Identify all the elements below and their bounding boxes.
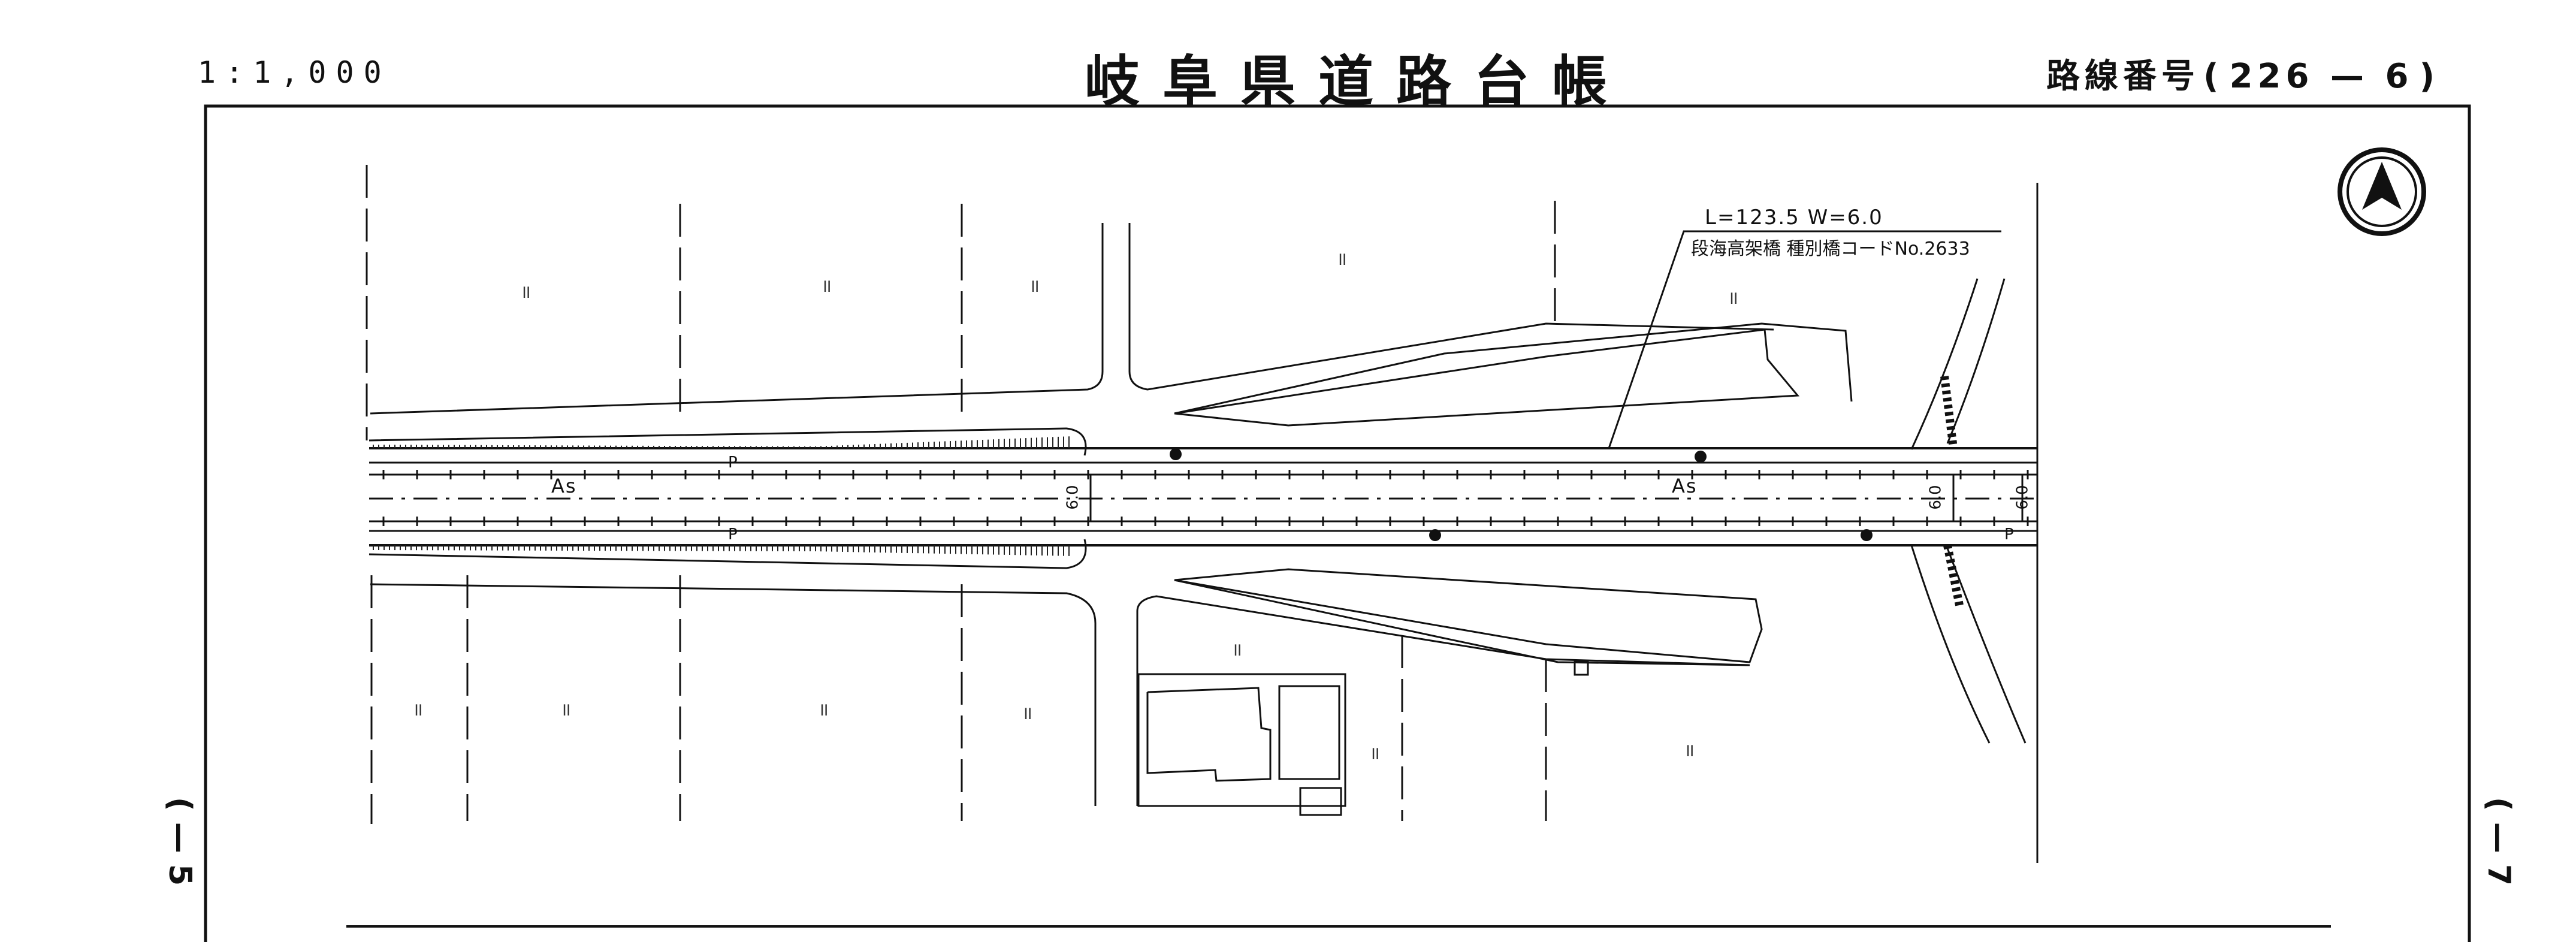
south-cross-street [370, 583, 1097, 806]
buildings [1137, 673, 1346, 816]
parcel-boundaries [366, 165, 1556, 824]
sw-hatch [369, 545, 1073, 556]
land-use-mark: ॥ [1369, 743, 1380, 764]
nw-slip-road [369, 427, 1087, 456]
surface-label-west: As [551, 475, 577, 497]
land-use-mark: ॥ [1029, 276, 1040, 297]
route-close-paren: ) [2419, 57, 2440, 96]
land-use-mark: ॥ [821, 276, 832, 297]
se-bridge-abutment [1910, 545, 2027, 744]
sidewalk-label-nw: P [728, 454, 738, 472]
page-title: 岐阜県道路台帳 [1085, 49, 1630, 114]
road-edges [369, 447, 2037, 547]
manhole-markers [1170, 448, 1873, 541]
south-cross-street-east [1136, 595, 1750, 806]
width-label-west: 6.0 [1064, 485, 1082, 510]
land-use-mark: ॥ [1684, 740, 1695, 761]
ne-ramp-outer [1174, 322, 1853, 415]
land-use-mark: ॥ [1336, 249, 1347, 270]
land-use-mark: ॥ [1231, 639, 1242, 660]
manhole-icon [1695, 451, 1707, 463]
bridge-leader-line [1608, 230, 2001, 449]
land-use-mark: ॥ [520, 282, 531, 303]
se-bridge-pier [1943, 544, 1964, 606]
route-number-label: 路線番号 [2046, 57, 2200, 96]
north-cross-street [370, 223, 1104, 415]
next-sheet-ref: ( — 7 [2481, 797, 2517, 886]
ne-bridge-pier [1940, 376, 1958, 449]
manhole-icon [1429, 529, 1441, 541]
manhole-icon [1170, 448, 1182, 460]
sw-slip-road [369, 539, 1087, 569]
sidewalk-label-sw: P [728, 526, 738, 544]
sidewalk-label-se: P [2004, 526, 2014, 544]
land-use-mark: ॥ [818, 699, 829, 720]
scale-label: 1:1,000 [198, 55, 391, 90]
previous-sheet-ref: ( — 5 [162, 797, 198, 886]
land-use-mark: ॥ [1728, 288, 1738, 309]
ne-bridge-abutment [1910, 278, 2006, 450]
width-dimension-marks [1089, 475, 2024, 521]
nw-hatch [369, 436, 1073, 448]
se-ramp [1174, 568, 1763, 663]
width-label-east-2: 6.0 [2013, 485, 2032, 510]
manhole-icon [1861, 529, 1873, 541]
width-label-east: 6.0 [1926, 485, 1945, 510]
land-use-mark: ॥ [412, 699, 423, 720]
route-number-value: 226 — 6 [2229, 57, 2414, 96]
ne-ramp [1174, 328, 1800, 427]
lane-lines [369, 473, 2037, 523]
land-use-mark: ॥ [1022, 703, 1032, 724]
route-number: 路線番号(226 — 6) [2046, 49, 2439, 98]
surface-label-east: As [1672, 475, 1698, 497]
bridge-name: 段海高架橋 種別橋コードNo.2633 [1691, 238, 1970, 259]
route-open-paren: ( [2203, 57, 2224, 96]
sheet-frame [204, 104, 2471, 942]
land-use-mark: ॥ [560, 699, 571, 720]
north-arrow-icon [2338, 147, 2426, 236]
catch-basin-icon [1574, 660, 1589, 676]
lane-ticks [382, 470, 2029, 526]
se-ramp-outer [1174, 579, 1750, 666]
north-cross-street-east [1128, 223, 1774, 391]
bridge-dimensions: L=123.5 W=6.0 [1705, 206, 1883, 230]
